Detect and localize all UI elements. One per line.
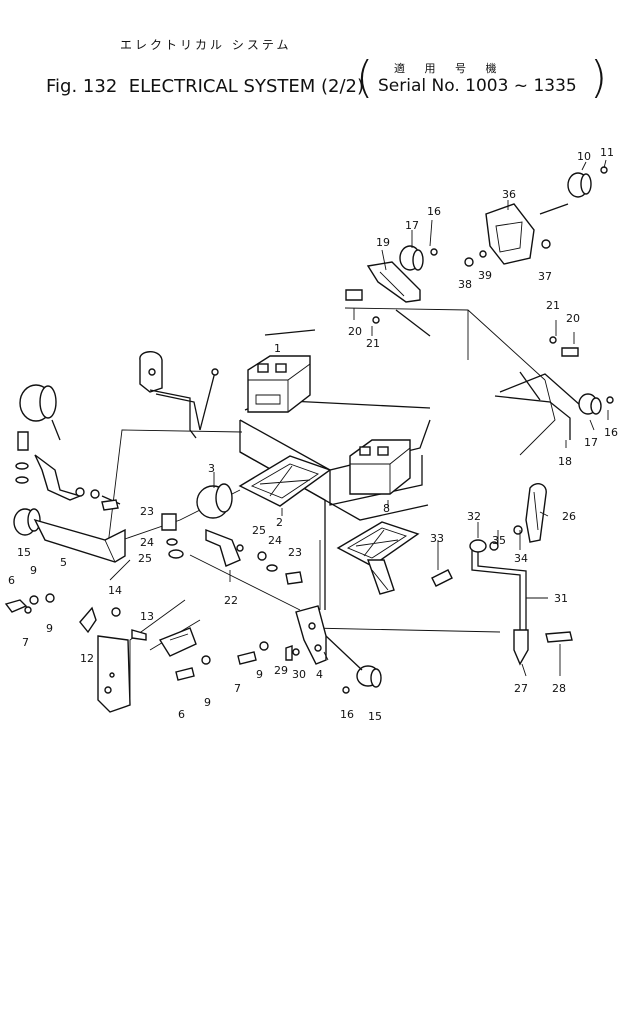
- callout-29: 29: [274, 664, 288, 677]
- lamp-stay-top: [139, 351, 219, 439]
- callout-12: 12: [80, 652, 94, 665]
- callout-26: 26: [562, 510, 576, 523]
- callout-27: 27: [514, 682, 528, 695]
- callout-6: 6: [8, 574, 15, 587]
- bracket-19: [345, 261, 431, 337]
- serial-open-paren: (: [356, 52, 374, 103]
- connector-27: [513, 629, 573, 666]
- callout-9d: 9: [204, 696, 211, 709]
- battery-tray-lower: [336, 521, 420, 567]
- mount-bracket: [158, 627, 197, 657]
- callout-24b: 24: [268, 534, 282, 547]
- junction-block-4: [295, 605, 327, 665]
- horn-3: [196, 483, 244, 567]
- callout-21a: 21: [366, 337, 380, 350]
- callout-23b: 23: [288, 546, 302, 559]
- callout-15b: 15: [368, 710, 382, 723]
- leader-lines: [213, 159, 609, 677]
- title-japanese: エレクトリカル システム: [120, 38, 292, 52]
- lamp-stay-18: [494, 336, 614, 440]
- battery-lower: [349, 439, 411, 495]
- serial-close-paren: ): [590, 52, 608, 103]
- callout-9b: 9: [46, 622, 53, 635]
- serial-range: Serial No. 1003 ~ 1335: [378, 76, 577, 96]
- callout-16: 16: [427, 205, 441, 218]
- plate-12: [79, 606, 147, 713]
- figure-number: Fig. 132: [46, 76, 118, 97]
- grip-lower: [367, 559, 395, 595]
- callout-7b: 7: [234, 682, 241, 695]
- callout-9a: 9: [30, 564, 37, 577]
- callout-30: 30: [292, 668, 306, 681]
- bracket-36: [464, 203, 569, 267]
- callout-17: 17: [405, 219, 419, 232]
- callout-19: 19: [376, 236, 390, 249]
- lamp-10: [567, 166, 608, 198]
- callout-11: 11: [600, 146, 614, 159]
- callout-34: 34: [514, 552, 528, 565]
- figure-title: Fig. 132 ELECTRICAL SYSTEM (2/2): [46, 76, 364, 97]
- callout-23a: 23: [140, 505, 154, 518]
- center-hardware: [101, 499, 303, 681]
- callout-24a: 24: [140, 536, 154, 549]
- callout-20b: 20: [566, 312, 580, 325]
- switch-bracket-31: [431, 525, 527, 630]
- callout-5: 5: [60, 556, 67, 569]
- callout-17b: 17: [584, 436, 598, 449]
- callout-25b: 25: [252, 524, 266, 537]
- callout-37: 37: [538, 270, 552, 283]
- callout-4: 4: [316, 668, 323, 681]
- callout-2: 2: [276, 516, 283, 529]
- serial-japanese: 適 用 号 機: [394, 62, 505, 75]
- callout-8: 8: [383, 502, 390, 515]
- callout-20a: 20: [348, 325, 362, 338]
- callout-7: 7: [22, 636, 29, 649]
- callout-16c: 16: [340, 708, 354, 721]
- callout-32: 32: [467, 510, 481, 523]
- lamp-center-15: [325, 635, 382, 694]
- callout-36: 36: [502, 188, 516, 201]
- callout-13: 13: [140, 610, 154, 623]
- callout-18: 18: [558, 455, 572, 468]
- left-hardware: [4, 431, 55, 614]
- callout-3: 3: [208, 462, 215, 475]
- callout-39: 39: [478, 269, 492, 282]
- lamp-17-upper: [399, 245, 438, 271]
- callout-38: 38: [458, 278, 472, 291]
- callout-16b: 16: [604, 426, 618, 439]
- callout-1: 1: [274, 342, 281, 355]
- callout-31: 31: [554, 592, 568, 605]
- callout-6b: 6: [178, 708, 185, 721]
- battery-upper: [247, 355, 311, 413]
- callout-33: 33: [430, 532, 444, 545]
- callout-25a: 25: [138, 552, 152, 565]
- callout-22: 22: [224, 594, 238, 607]
- lamp-bracket-5: [33, 454, 126, 563]
- callout-28: 28: [552, 682, 566, 695]
- callout-35: 35: [492, 534, 506, 547]
- callout-9c: 9: [256, 668, 263, 681]
- battery-tray-upper: [238, 455, 332, 507]
- callout-labels: 10 11 36 16 17 19 38 39 37 1 20 21 21 20…: [8, 146, 618, 723]
- callout-21b: 21: [546, 299, 560, 312]
- switch-26: [525, 483, 547, 543]
- callout-10: 10: [577, 150, 591, 163]
- lamp-left-upper: [19, 384, 61, 441]
- callout-14: 14: [108, 584, 122, 597]
- callout-15: 15: [17, 546, 31, 559]
- figure-title-text: ELECTRICAL SYSTEM (2/2): [128, 76, 364, 97]
